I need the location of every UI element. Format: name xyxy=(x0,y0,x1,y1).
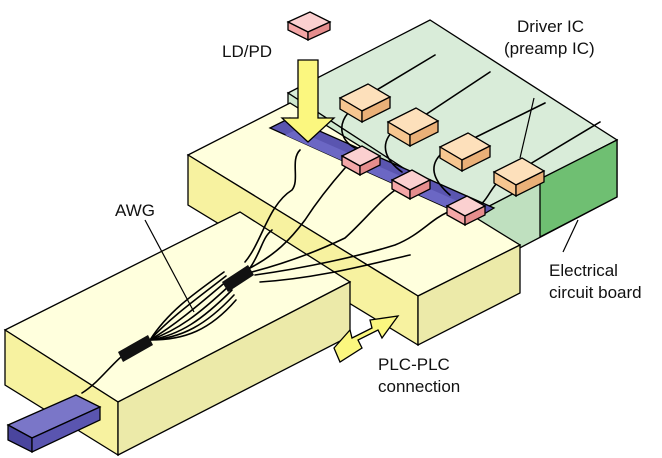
board-side-face xyxy=(539,138,618,239)
ldpd-chip-floating xyxy=(286,11,332,42)
ldpd-chip-3 xyxy=(445,195,487,227)
awg-right-connector xyxy=(222,265,254,292)
fiber-side xyxy=(31,405,101,454)
placement-arrow xyxy=(280,59,336,143)
driver-ic-3 xyxy=(438,132,492,173)
label-plc-plc: PLC-PLC xyxy=(378,355,450,374)
label-ldpd: LD/PD xyxy=(222,42,272,61)
label-driver-ic: Driver IC xyxy=(517,17,584,36)
upper-plc-right xyxy=(417,243,521,347)
chip-strip-inset xyxy=(285,130,480,217)
driver-ic-4 xyxy=(492,157,546,198)
optical-fiber xyxy=(6,394,102,454)
awg-left-connector xyxy=(118,335,153,362)
awg-leader-line xyxy=(144,219,195,313)
ldpd-chip-2 xyxy=(390,169,432,201)
label-awg: AWG xyxy=(115,201,155,220)
plc-connection-arrow xyxy=(333,315,400,363)
board-leader-line xyxy=(562,219,579,253)
label-electrical: Electrical xyxy=(549,261,618,280)
ldpd-chip-1 xyxy=(340,145,382,177)
awg-waveguides xyxy=(81,271,237,394)
driver-ic-1 xyxy=(338,83,392,124)
driver-leader-line xyxy=(519,97,535,159)
driver-ic-2 xyxy=(386,107,440,148)
label-circuit-board: circuit board xyxy=(549,283,642,302)
plc-waveguides xyxy=(244,149,449,283)
upper-plc-block xyxy=(186,102,522,347)
label-preamp-ic: (preamp IC) xyxy=(504,39,595,58)
label-connection: connection xyxy=(378,377,460,396)
